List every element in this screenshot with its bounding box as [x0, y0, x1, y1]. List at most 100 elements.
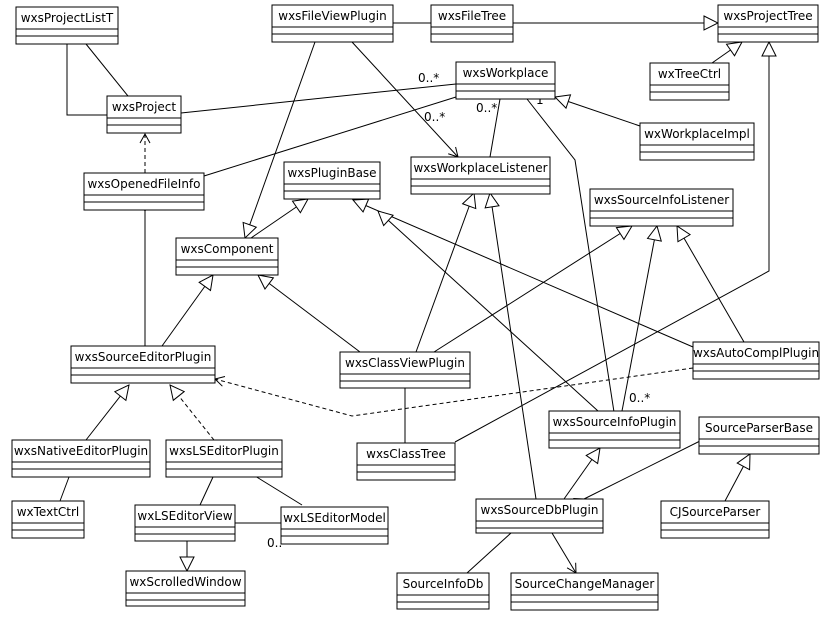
class-box-frame — [280, 506, 389, 545]
edge-treectrl-projecttree — [711, 42, 742, 64]
class-name: wxsFileTree — [438, 9, 506, 23]
edge-autocompl-sourceeditor — [214, 367, 694, 417]
class-box-wxs-source-info-plugin: wxsSourceInfoPlugin — [548, 410, 681, 449]
edge-native-sourceeditor — [85, 385, 129, 441]
class-box-wxs-opened-file-info: wxsOpenedFileInfo — [83, 172, 205, 211]
class-box-frame — [639, 122, 755, 161]
class-boxes: wxsProjectListT wxsFileViewPlugin wxsFileT… — [11, 4, 820, 611]
class-name: wxsClassViewPlugin — [345, 356, 465, 370]
class-box-source-parser-base: SourceParserBase — [698, 416, 820, 455]
class-box-wxs-source-db-plugin: wxsSourceDbPlugin — [475, 498, 604, 534]
edge-workplace-project — [180, 84, 456, 114]
class-box-frame — [589, 188, 734, 227]
edge-component-pluginbase — [250, 199, 308, 239]
edge-cjsourceparser-sourceparserbase — [724, 454, 750, 502]
edge-projectlist-project-b — [86, 44, 129, 97]
edge-sourcedb-sourceinfodb — [466, 533, 511, 574]
class-name: wxsSourceDbPlugin — [481, 503, 599, 517]
edge-lseditor-view — [199, 477, 213, 506]
class-name: wxsFileViewPlugin — [278, 9, 386, 23]
class-box-frame — [692, 341, 820, 380]
class-name: wxsProjectListT — [21, 11, 114, 25]
class-box-frame — [15, 6, 119, 45]
class-box-frame — [11, 500, 85, 539]
class-name: wxsNativeEditorPlugin — [14, 444, 148, 458]
class-box-frame — [717, 4, 819, 43]
edges — [59, 23, 769, 574]
class-box-frame — [356, 442, 456, 481]
class-box-wxs-class-view-plugin: wxsClassViewPlugin — [339, 351, 471, 389]
class-name: wxWorkplaceImpl — [644, 127, 750, 141]
class-box-frame — [510, 572, 659, 611]
class-box-source-info-db: SourceInfoDb — [396, 572, 490, 610]
mult-workplace-listener: 0..* — [476, 101, 497, 115]
edge-projectlist-project-a — [67, 44, 107, 116]
class-name: wxsPluginBase — [287, 166, 376, 180]
class-name: CJSourceParser — [670, 505, 761, 519]
edge-impl-workplace — [555, 97, 641, 127]
class-box-frame — [455, 61, 556, 100]
class-box-frame — [430, 4, 514, 43]
edge-classview-sourceinfolistener — [433, 226, 632, 353]
class-box-frame — [106, 95, 182, 134]
class-name: wxsSourceInfoPlugin — [553, 415, 677, 429]
mult-workplace-impl: 1 — [536, 93, 544, 107]
class-box-frame — [410, 156, 551, 195]
class-name: wxsWorkplaceListener — [413, 161, 547, 175]
edge-sourcedb-changemanager — [551, 532, 577, 574]
class-box-wxs-source-editor-plugin: wxsSourceEditorPlugin — [70, 345, 216, 384]
class-box-wx-text-ctrl: wxTextCtrl — [11, 500, 85, 539]
class-name: wxsLSEditorPlugin — [169, 444, 279, 458]
class-name: wxsOpenedFileInfo — [87, 177, 200, 191]
class-name: wxsSourceInfoListener — [594, 193, 729, 207]
class-box-frame — [339, 351, 471, 389]
class-box-wxs-project-tree: wxsProjectTree — [717, 4, 819, 43]
edge-lseditor-model — [255, 476, 303, 506]
edge-classview-component — [258, 275, 361, 353]
class-box-wxs-workplace: wxsWorkplace — [455, 61, 556, 100]
edge-sourceinfoplugin-pluginbase — [378, 211, 599, 412]
class-box-frame — [11, 439, 151, 478]
class-box-wxs-file-tree: wxsFileTree — [430, 4, 514, 43]
class-box-wxs-ls-editor-plugin: wxsLSEditorPlugin — [165, 439, 283, 478]
class-box-wx-scrolled-window: wxScrolledWindow — [125, 570, 246, 607]
class-box-frame — [548, 410, 681, 449]
class-box-frame — [396, 572, 490, 610]
class-name: wxLSEditorModel — [283, 511, 386, 525]
class-box-wx-ls-editor-model: wxLSEditorModel — [280, 506, 389, 545]
class-box-wxs-plugin-base: wxsPluginBase — [283, 161, 381, 200]
class-box-wx-tree-ctrl: wxTreeCtrl — [649, 62, 730, 101]
mult-sourceinfo: 0..* — [629, 391, 650, 405]
class-box-wxs-project: wxsProject — [106, 95, 182, 134]
multiplicities: 0..* 0..* 0..* 1 0..* 0..* — [267, 71, 650, 550]
edge-workplace-listener — [489, 99, 500, 158]
edge-classtree-projecttree — [454, 42, 769, 443]
class-box-wxs-source-info-listener: wxsSourceInfoListener — [589, 188, 734, 227]
edge-autocompl-pluginbase — [353, 200, 694, 348]
class-box-source-change-manager: SourceChangeManager — [510, 572, 659, 611]
class-box-wxs-project-list-t: wxsProjectListT — [15, 6, 119, 45]
edge-sourcedb-listener — [490, 193, 537, 500]
edge-workplace-openedfileinfo — [203, 97, 456, 177]
class-name: wxsWorkplace — [463, 66, 549, 80]
class-name: SourceInfoDb — [403, 577, 484, 591]
class-name: wxsClassTree — [366, 447, 446, 461]
class-box-frame — [83, 172, 205, 211]
class-name: wxsComponent — [181, 242, 274, 256]
class-name: wxTreeCtrl — [658, 67, 721, 81]
class-box-wxs-class-tree: wxsClassTree — [356, 442, 456, 481]
class-box-frame — [660, 500, 770, 539]
class-box-frame — [698, 416, 820, 455]
class-box-wxs-native-editor-plugin: wxsNativeEditorPlugin — [11, 439, 151, 478]
class-box-frame — [649, 62, 730, 101]
edge-fileview-component — [245, 41, 316, 238]
class-box-wxs-file-view-plugin: wxsFileViewPlugin — [271, 4, 394, 43]
class-name: wxScrolledWindow — [129, 575, 241, 589]
class-box-wxs-auto-compl-plugin: wxsAutoComplPlugin — [692, 341, 820, 380]
class-box-wxs-workplace-listener: wxsWorkplaceListener — [410, 156, 551, 195]
mult-project-workplace: 0..* — [418, 71, 439, 85]
class-name: wxsProject — [112, 100, 177, 114]
class-box-frame — [271, 4, 394, 43]
class-box-wx-workplace-impl: wxWorkplaceImpl — [639, 122, 755, 161]
